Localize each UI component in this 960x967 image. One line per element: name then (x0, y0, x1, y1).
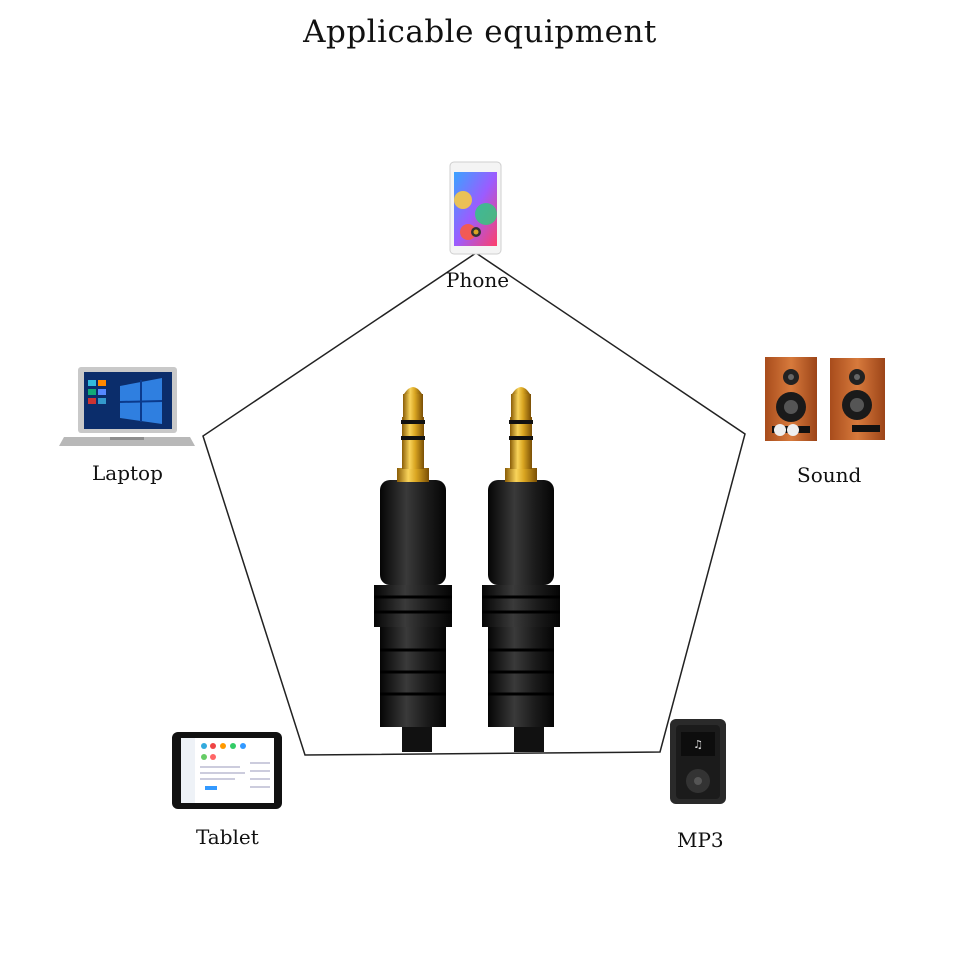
device-label-mp3: MP3 (677, 828, 724, 852)
laptop-icon (59, 367, 195, 446)
device-label-tablet: Tablet (196, 825, 259, 849)
pentagon-outline (202, 252, 746, 756)
device-label-laptop: Laptop (92, 461, 163, 485)
speaker-icon (765, 357, 885, 441)
device-label-sound: Sound (797, 463, 862, 487)
svg-text:♫: ♫ (693, 738, 703, 751)
mp3-player-icon: ♫ (670, 719, 726, 804)
audio-cable-icon (374, 387, 452, 752)
device-label-phone: Phone (446, 268, 510, 292)
audio-cable-icon (482, 387, 560, 752)
page-title: Applicable equipment (303, 14, 657, 50)
phone-icon (449, 161, 502, 255)
tablet-icon (172, 732, 282, 809)
